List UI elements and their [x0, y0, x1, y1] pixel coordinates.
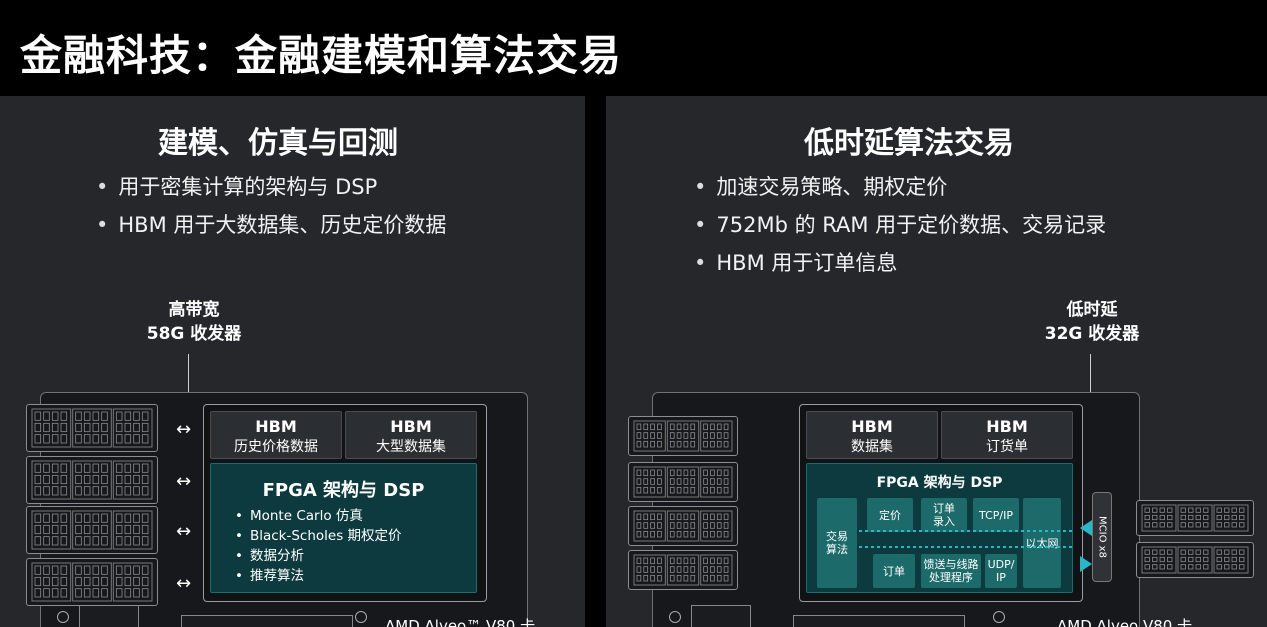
bidirectional-arrow-icon: ↔ — [176, 573, 192, 594]
fpga-function-list: Monte Carlo 仿真 Black-Scholes 期权定价 数据分析 推… — [235, 506, 402, 586]
hbm-block: HBM 数据集 — [806, 411, 938, 459]
port-grid-icon — [633, 420, 733, 452]
mount-hole — [993, 611, 1005, 623]
callout-line: 58G 收发器 — [146, 324, 242, 344]
panel-heading: 低时延算法交易 — [804, 126, 1014, 161]
bullet-list: 用于密集计算的架构与 DSP HBM 用于大数据集、历史定价数据 — [96, 168, 446, 244]
bullet-item: 752Mb 的 RAM 用于定价数据、交易记录 — [694, 206, 1106, 244]
hbm-title: HBM — [390, 417, 432, 436]
bidirectional-arrow-icon: ↔ — [176, 471, 192, 492]
mcio-label: MCIO x8 — [1096, 516, 1108, 558]
pcie-edge — [793, 615, 965, 627]
port-grid-icon — [633, 466, 733, 498]
hbm-subtitle: 大型数据集 — [376, 439, 446, 455]
fpga-function: Black-Scholes 期权定价 — [235, 526, 402, 546]
fpga-function: 推荐算法 — [235, 566, 402, 586]
mount-hole — [669, 611, 681, 623]
port-grid-icon — [31, 510, 153, 550]
qsfp-cage — [26, 456, 158, 504]
mcio-connector: MCIO x8 — [1092, 492, 1112, 582]
callout-line: 低时延 — [1066, 300, 1118, 320]
fpga-function: Monte Carlo 仿真 — [235, 506, 402, 526]
qsfp-cage — [628, 506, 738, 546]
bandwidth-callout: 高带宽 58G 收发器 — [124, 298, 264, 346]
port-grid-icon — [31, 562, 153, 602]
qsfp-cage — [628, 550, 738, 590]
mcio-cable — [1136, 542, 1254, 578]
trading-panel: 低时延算法交易 加速交易策略、期权定价 752Mb 的 RAM 用于定价数据、交… — [606, 96, 1267, 627]
mcio-cable — [1136, 500, 1254, 536]
fpga-chip: HBM 数据集 HBM 订货单 FPGA 架构与 DSP 交易 算法 定价 订单… — [799, 404, 1083, 602]
qsfp-cage — [628, 462, 738, 502]
modeling-panel: 建模、仿真与回测 用于密集计算的架构与 DSP HBM 用于大数据集、历史定价数… — [0, 96, 585, 627]
qsfp-cage — [26, 404, 158, 452]
hbm-title: HBM — [851, 417, 893, 436]
bullet-item: 用于密集计算的架构与 DSP — [96, 168, 446, 206]
page-title: 金融科技：金融建模和算法交易 — [20, 31, 623, 80]
flow-arrow-icon — [1080, 520, 1092, 572]
hbm-title: HBM — [986, 417, 1028, 436]
port-grid-icon — [1141, 546, 1249, 574]
pricing-block: 定价 — [867, 498, 913, 532]
bidirectional-arrow-icon: ↔ — [176, 419, 192, 440]
hbm-subtitle: 历史价格数据 — [234, 439, 318, 455]
card-label: AMD Alveo™ V80 卡 — [385, 617, 536, 627]
fpga-fabric: FPGA 架构与 DSP Monte Carlo 仿真 Black-Schole… — [210, 463, 477, 593]
port-grid-icon — [633, 510, 733, 542]
fpga-chip: HBM 历史价格数据 HBM 大型数据集 FPGA 架构与 DSP Monte … — [203, 404, 487, 602]
latency-callout: 低时延 32G 收发器 — [1022, 298, 1162, 346]
hbm-subtitle: 订货单 — [986, 439, 1028, 455]
fpga-title: FPGA 架构与 DSP — [262, 480, 425, 501]
bullet-item: HBM 用于大数据集、历史定价数据 — [96, 206, 446, 244]
port-grid-icon — [633, 554, 733, 586]
hbm-subtitle: 数据集 — [851, 439, 893, 455]
card-label: AMD Alveo V80 卡 — [1057, 617, 1193, 627]
order-block: 订单 — [873, 554, 915, 588]
bullet-item: HBM 用于订单信息 — [694, 244, 1106, 282]
port-grid-icon — [31, 408, 153, 448]
callout-leader-line — [188, 354, 189, 412]
qsfp-cage — [628, 416, 738, 456]
bidirectional-arrow-icon: ↔ — [176, 521, 192, 542]
tcpip-block: TCP/IP — [973, 498, 1019, 532]
hbm-title: HBM — [255, 417, 297, 436]
order-entry-block: 订单 录入 — [921, 498, 967, 532]
feed-handler-block: 馈送与线路 处理程序 — [921, 554, 981, 588]
pcie-edge — [181, 615, 353, 627]
qsfp-cage — [26, 506, 158, 554]
udpip-block: UDP/ IP — [985, 554, 1017, 588]
callout-line: 高带宽 — [168, 300, 220, 320]
fpga-function: 数据分析 — [235, 546, 402, 566]
trading-algorithm-block: 交易 算法 — [817, 498, 857, 588]
port-grid-icon — [31, 460, 153, 500]
mount-hole — [355, 611, 367, 623]
qsfp-cage — [26, 558, 158, 606]
panel-heading: 建模、仿真与回测 — [158, 126, 398, 161]
fpga-title: FPGA 架构与 DSP — [876, 475, 1003, 491]
ethernet-block: 以太网 — [1023, 498, 1061, 588]
hbm-block: HBM 历史价格数据 — [210, 411, 342, 459]
hbm-block: HBM 订货单 — [941, 411, 1073, 459]
fpga-fabric: FPGA 架构与 DSP 交易 算法 定价 订单 录入 TCP/IP 以太网 订… — [806, 463, 1073, 593]
hbm-block: HBM 大型数据集 — [345, 411, 477, 459]
connector-block — [691, 605, 751, 627]
connector-block — [79, 605, 139, 627]
bullet-list: 加速交易策略、期权定价 752Mb 的 RAM 用于定价数据、交易记录 HBM … — [694, 168, 1106, 282]
mount-hole — [57, 611, 69, 623]
port-grid-icon — [1141, 504, 1249, 532]
bullet-item: 加速交易策略、期权定价 — [694, 168, 1106, 206]
callout-line: 32G 收发器 — [1044, 324, 1140, 344]
